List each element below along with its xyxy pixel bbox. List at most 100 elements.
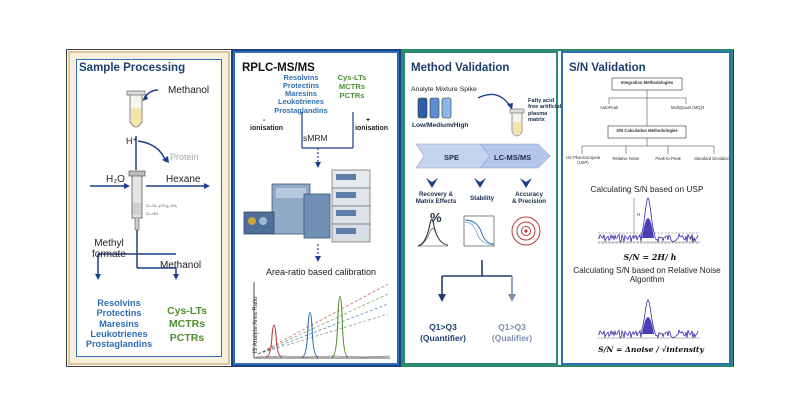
usp-noise-plot — [597, 197, 700, 244]
percent-symbol: % — [430, 210, 442, 225]
quantifier-transition: Q1>Q3 — [429, 322, 457, 332]
calibration-line — [257, 313, 389, 355]
qualifier-label: (Qualifier) — [491, 333, 533, 344]
h-big-label: H — [637, 212, 641, 217]
vial-high-icon — [441, 97, 452, 119]
rplc-pctrs: PCTRs — [339, 90, 365, 100]
neg-sign: - — [263, 117, 266, 124]
method-validation-panel — [403, 51, 558, 365]
spe-label: SPE — [444, 153, 460, 162]
vial-low-icon — [417, 97, 428, 119]
rplc-prostaglandins: Prostaglandins — [274, 105, 328, 115]
chevron-down-icon — [520, 178, 532, 188]
sample-processing-panel — [68, 51, 230, 365]
method-peak-to-peak: Peak-to-Peak — [655, 156, 681, 161]
chromatogram-baseline — [255, 355, 391, 358]
usp-signal — [597, 197, 699, 243]
calibration-line — [257, 303, 389, 355]
lipid-class-leukotrienes: Leukotrienes — [90, 328, 148, 339]
qualifier-box: Q1>Q3 (Qualifier) — [489, 322, 535, 344]
relative-noise-title: Calculating S/N based on Relative Noise … — [573, 266, 721, 285]
pos-sign: + — [366, 117, 371, 124]
lcms-step — [479, 143, 551, 169]
usp-formula: S/N = 2H/ h — [623, 252, 677, 262]
lipid-class-prostaglandins: Prostaglandins — [85, 339, 153, 350]
lcms-instrument-diagram — [243, 112, 371, 262]
calibration-chromatogram — [253, 282, 391, 359]
rplc-leukotrienes: Leukotrienes — [277, 97, 324, 107]
quantifier-box: Q1>Q3 (Quantifier) — [420, 322, 466, 344]
svg-text:O—OH: O—OH — [146, 212, 158, 216]
accuracy-label: Accuracy & Precision — [511, 191, 547, 205]
sample-processing-inner — [76, 59, 222, 357]
ionisation-left: ionisation — [250, 125, 284, 132]
method-relative-noise: Relative Noise — [612, 156, 640, 161]
rplc-mctrs: MCTRs — [338, 81, 366, 91]
methanol-bottom-label: Methanol — [160, 260, 202, 271]
relative-noise-signal — [597, 299, 699, 339]
lipid-class-maresins: Maresins — [99, 318, 139, 329]
methyl-formate-label: Methyl formate — [92, 238, 126, 261]
method-validation-title: Method Validation — [411, 62, 510, 74]
recovery-label: Recovery & Matrix Effects — [415, 191, 457, 205]
chromatogram-peak — [331, 295, 349, 358]
vial-medium-icon — [429, 97, 440, 119]
relative-noise-signal-peak — [642, 317, 654, 334]
quantifier-label: (Quantifier) — [420, 333, 466, 344]
lipid-class-protectins: Protectins — [96, 308, 142, 319]
lipid-class-cys-lts: Cys-LTs — [167, 305, 207, 317]
multiquant-label: MultiQuant (MQ)4 — [671, 105, 705, 110]
validation-metrics-diagram — [417, 178, 541, 247]
validation-frame — [401, 49, 733, 367]
calibration-label: Area-ratio based calibration — [266, 267, 377, 277]
sn-validation-panel — [561, 51, 731, 365]
rplc-maresins: Maresins — [284, 89, 318, 99]
sn-validation-title: S/N Validation — [569, 62, 646, 74]
rplc-green-list: Cys-LTs MCTRs PCTRs — [332, 73, 372, 101]
sample-processing-diagram: O—Si—(CH₂)₁₇CH₃ O—OH — [90, 89, 210, 280]
rplc-resolvins: Resolvins — [283, 73, 319, 82]
h-plus-label: H⁺ — [126, 136, 138, 146]
svg-text:O—Si—(CH₂)₁₇CH₃: O—Si—(CH₂)₁₇CH₃ — [146, 204, 178, 208]
method-usp: US Pharmacopeia (USP) — [566, 155, 600, 165]
sample-processing-title: Sample Processing — [79, 62, 186, 74]
smrm-label: sMRM — [303, 133, 328, 143]
sn-calc-label: S/N Calculation Methodologies — [616, 128, 678, 133]
calibration-line — [257, 293, 389, 355]
matrix-label: Fatty acid free artificial plasma matrix — [528, 98, 562, 123]
spike-label: Analyte Mixture Spike — [411, 86, 477, 93]
h2o-label: H₂O — [106, 174, 125, 185]
quantifier-split-arrows — [438, 260, 516, 302]
rplc-blue-list: Resolvins Protectins Maresins Leukotrien… — [270, 73, 332, 115]
rplc-cys-lts: Cys-LTs — [337, 73, 367, 82]
ionisation-right: ionisation — [355, 125, 389, 132]
method-standard-deviation: Standard Deviation — [694, 156, 730, 161]
sample-blue-list: Resolvins Protectins Maresins Leukotrien… — [78, 298, 160, 349]
qualifier-transition: Q1>Q3 — [498, 322, 526, 332]
calibration-line — [257, 283, 389, 355]
lcms-label: LC-MS/MS — [494, 153, 532, 162]
chevron-down-icon — [426, 178, 438, 188]
sn-methodology-tree — [581, 77, 715, 154]
lipid-class-mctrs: MCTRs — [168, 318, 206, 331]
rplc-title: RPLC-MS/MS — [242, 62, 315, 74]
spike-diagram — [417, 93, 525, 137]
integration-label: Integration Methodologies — [620, 80, 674, 85]
chromatogram-ylabel: IS Analyte Area Ratio — [253, 296, 259, 354]
chevron-down-icon — [474, 178, 486, 188]
protein-label: Protein — [170, 152, 199, 162]
rplc-protectins: Protectins — [282, 81, 320, 91]
relative-noise-plot — [597, 299, 700, 339]
h-small-label: h — [690, 236, 693, 241]
sample-green-list: Cys-LTs MCTRs PCTRs — [160, 305, 214, 345]
autopeak-label: AutoPeak — [600, 105, 619, 110]
protein-arrow — [137, 140, 167, 163]
chromatogram-peak — [301, 311, 319, 358]
relative-noise-formula: S/N = Δnoise / √intensity — [598, 345, 704, 354]
hexane-label: Hexane — [166, 174, 201, 185]
target-icon — [511, 216, 541, 246]
stability-label: Stability — [470, 195, 495, 202]
lipid-class-resolvins: Resolvins — [97, 298, 141, 308]
workflow-arrows — [415, 143, 551, 169]
usp-title: Calculating S/N based on USP — [590, 184, 704, 194]
